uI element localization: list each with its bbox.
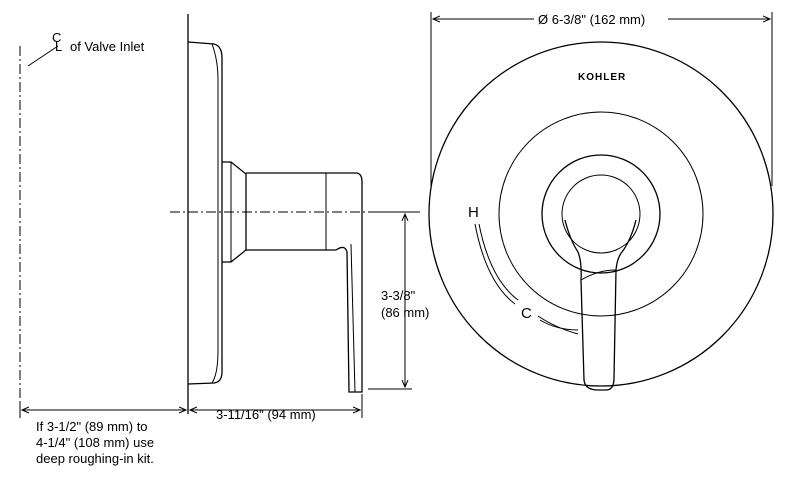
- side-view: C L of Valve Inlet 3-3/8" (86 mm) 3-11/1…: [19, 14, 429, 422]
- front-view: Ø 6-3/8" (162 mm) KOHLER H C: [428, 12, 774, 391]
- cold-indicator-line-inner: [539, 319, 579, 331]
- kohler-logo: KOHLER: [578, 72, 626, 83]
- roughing-in-note-line-2: 4-1/4" (108 mm) use: [36, 435, 155, 450]
- lever-handle-edge: [580, 269, 617, 281]
- cold-indicator-line: [537, 315, 579, 335]
- roughing-in-note-line-1: If 3-1/2" (89 mm) to: [36, 419, 148, 434]
- roughing-in-note: If 3-1/2" (89 mm) to 4-1/4" (108 mm) use…: [36, 419, 226, 467]
- escutcheon-outer-circle: [428, 41, 774, 387]
- cold-mark: C: [521, 305, 532, 322]
- height-label-in: 3-3/8": [381, 288, 416, 303]
- centerline-label-text: of Valve Inlet: [70, 39, 145, 54]
- roughing-in-note-line-3: deep roughing-in kit.: [36, 451, 154, 466]
- centerline-leader: [27, 45, 59, 67]
- hub-inner-circle: [561, 174, 641, 254]
- height-label-mm: (86 mm): [381, 305, 429, 320]
- depth-label: 3-11/16" (94 mm): [216, 407, 316, 422]
- escutcheon-profile: [187, 41, 223, 385]
- diameter-label: Ø 6-3/8" (162 mm): [538, 12, 645, 27]
- centerline-symbol-c: C: [52, 30, 61, 45]
- escutcheon-inner-ring: [498, 111, 704, 317]
- lever-handle: [564, 219, 637, 391]
- lever-inner-edge: [350, 243, 356, 393]
- temperature-arc-inner: [478, 223, 519, 301]
- temperature-arc: [474, 223, 516, 305]
- centerline-symbol-l: L: [55, 39, 62, 54]
- handle-hub-circle: [541, 154, 661, 274]
- handle-body-profile: [246, 172, 363, 393]
- hot-mark: H: [468, 204, 479, 221]
- escutcheon-inner-edge: [211, 43, 219, 384]
